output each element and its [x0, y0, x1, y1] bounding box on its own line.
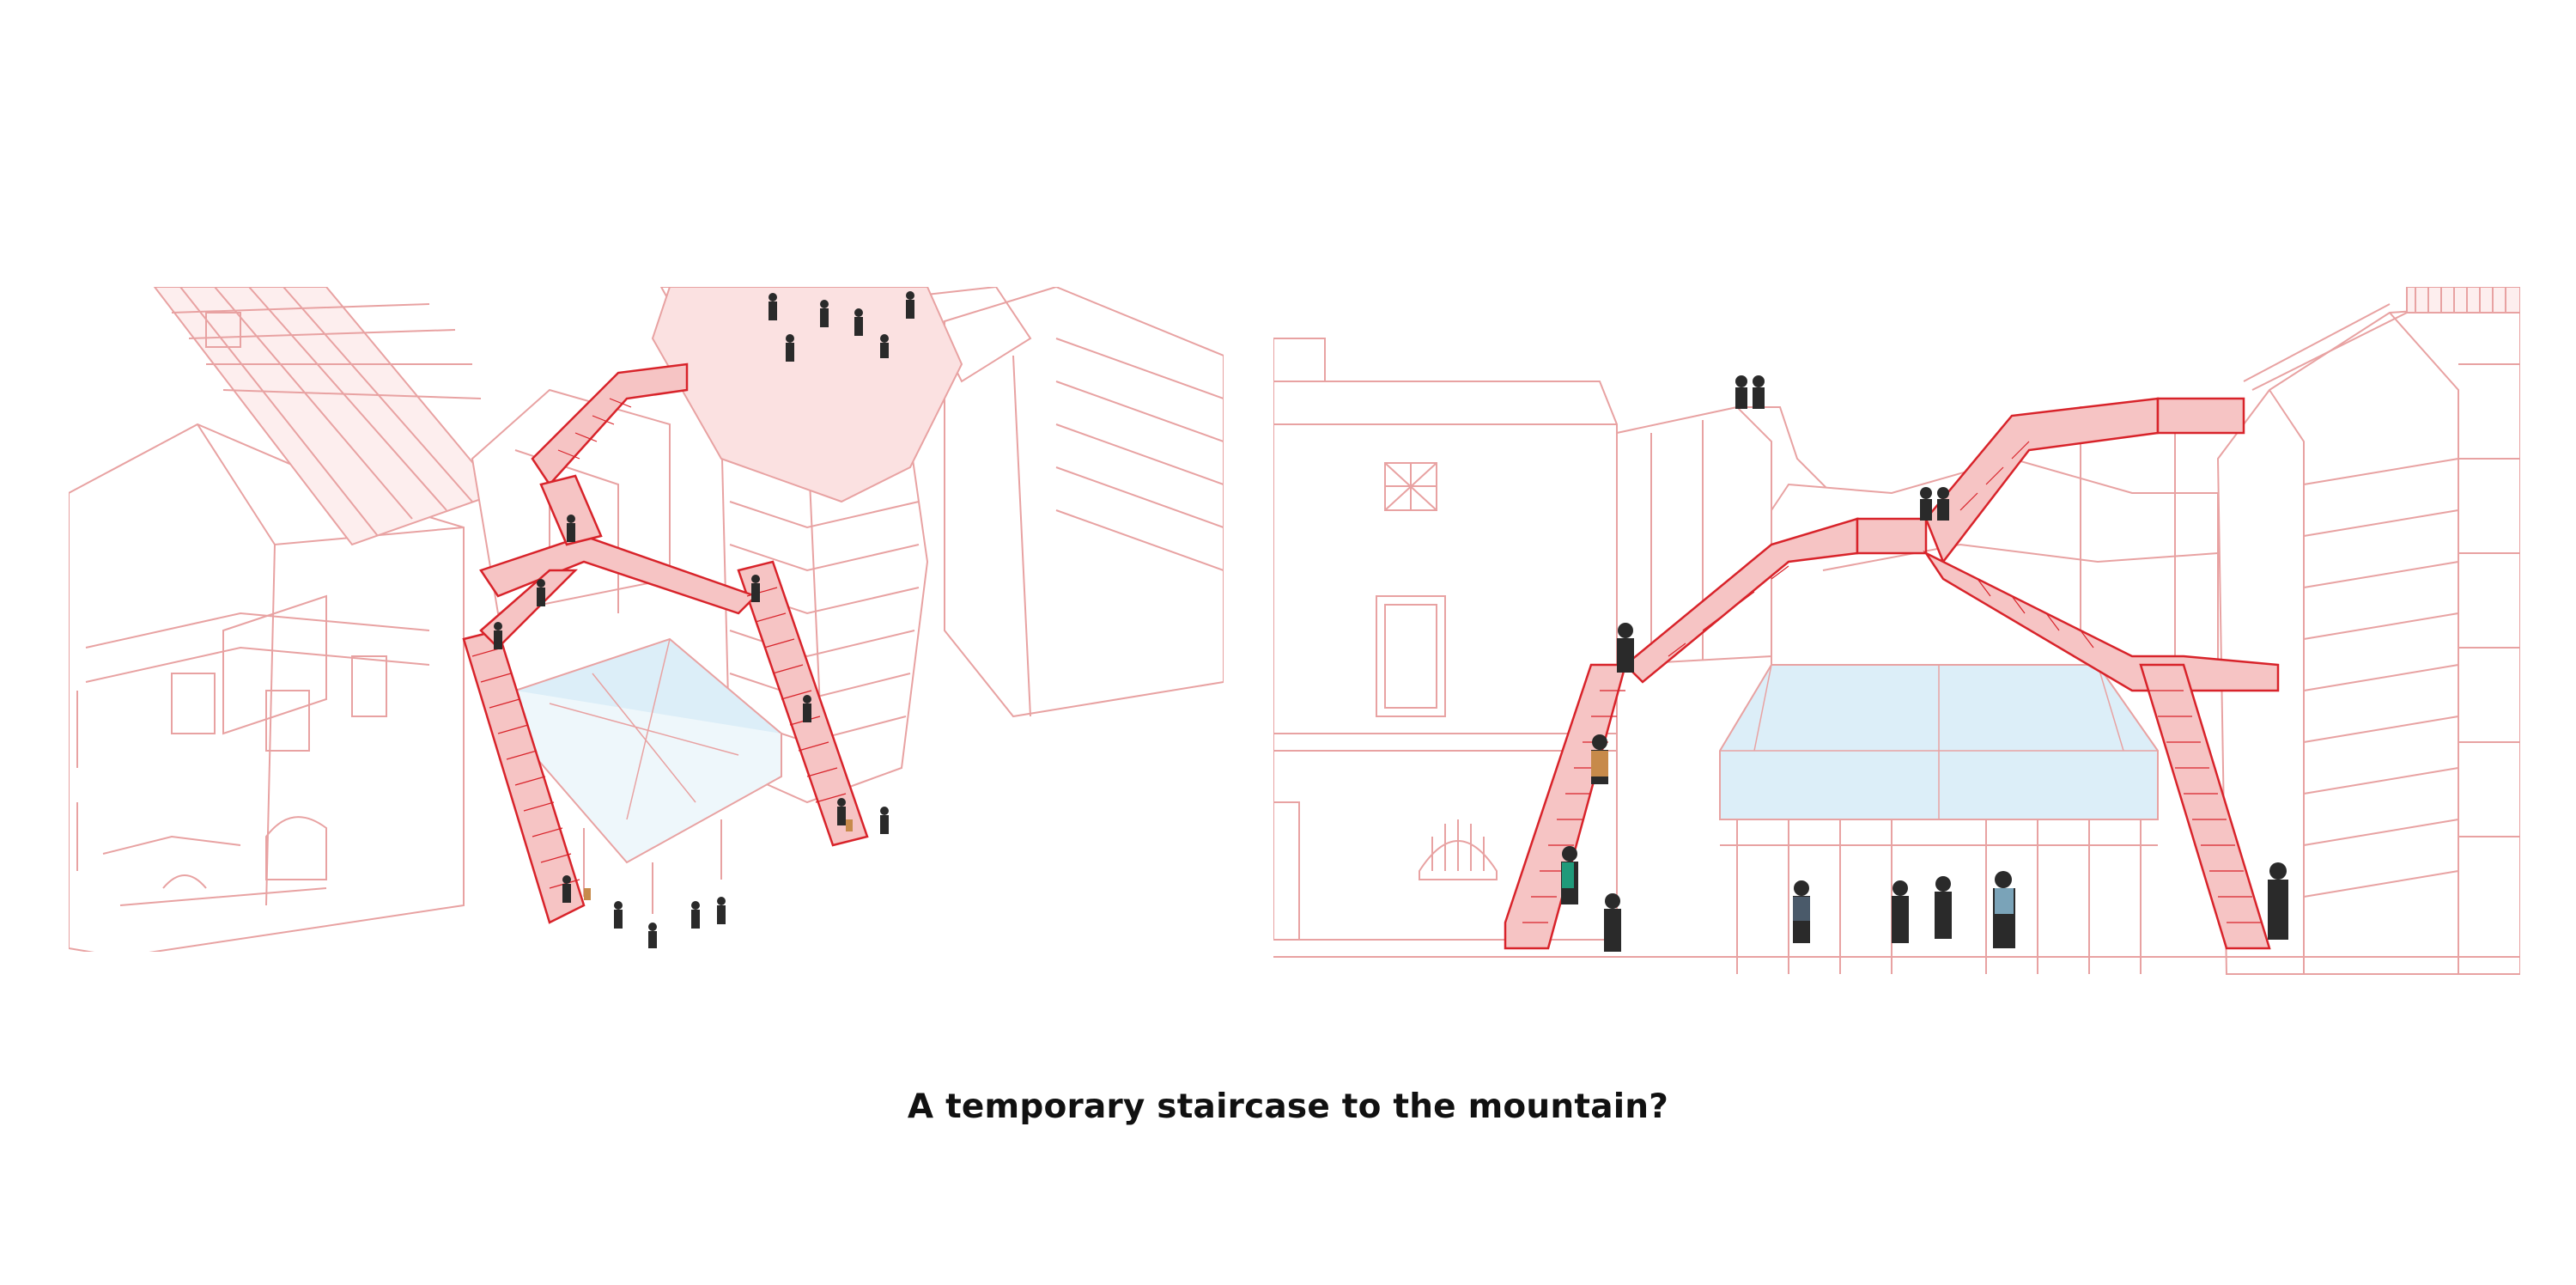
glass-canopy	[513, 637, 783, 914]
people-accent	[1562, 751, 2014, 921]
stair-treads	[1522, 441, 2261, 923]
upper-plaza	[651, 287, 963, 503]
caption: A temporary staircase to the mountain?	[907, 1087, 1669, 1126]
people-accent	[584, 819, 853, 900]
elevation-drawing	[1273, 287, 2520, 975]
red-staircase	[1504, 397, 2280, 950]
glass-canopy	[1273, 664, 2520, 974]
context-buildings-linework	[69, 287, 1224, 952]
context-buildings-linework	[1273, 287, 2520, 975]
frontal-elevation-view	[1273, 287, 2520, 1000]
isometric-aerial-view	[69, 287, 1224, 952]
isometric-drawing	[69, 287, 1224, 952]
people-figures	[1561, 375, 2288, 952]
people-figures	[494, 291, 914, 948]
stair-treads	[471, 398, 847, 889]
